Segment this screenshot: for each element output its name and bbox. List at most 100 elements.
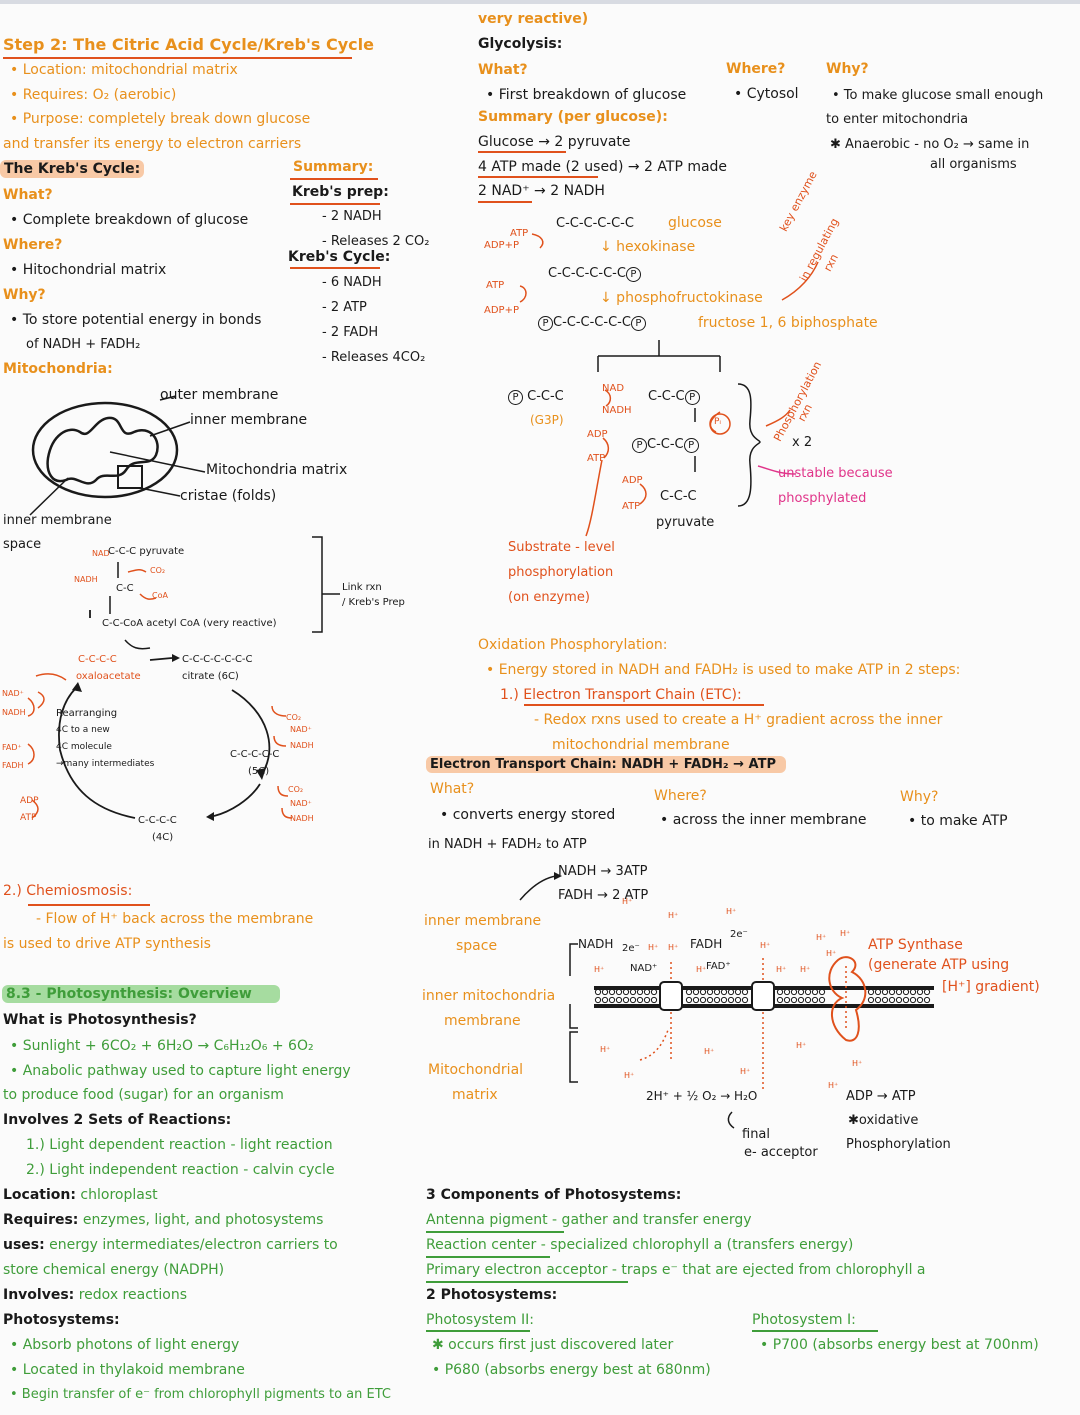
photosynthesis-title: 8.3 - Photosynthesis: Overview xyxy=(2,985,280,1003)
lipid-head xyxy=(776,988,784,996)
summary-item: - 2 ATP xyxy=(322,300,367,315)
summary-item: - 2 NADH xyxy=(322,209,382,224)
glyco-why-answer-4: all organisms xyxy=(930,157,1017,172)
ims-label-2: space xyxy=(456,938,498,954)
glyco-why-answer-2: to enter mitochondria xyxy=(826,112,969,127)
location-row: Location: chloroplast xyxy=(3,1187,158,1203)
proton: H⁺ xyxy=(648,943,659,952)
requires-line: • Requires: O₂ (aerobic) xyxy=(10,87,177,103)
citrate-label: citrate (6C) xyxy=(182,671,239,682)
etc-why: Why? xyxy=(900,789,939,805)
oxidation-title: Oxidation Phosphorylation: xyxy=(478,637,668,653)
lipid-head xyxy=(699,996,707,1004)
water-equation: 2H⁺ + ½ O₂ → H₂O xyxy=(646,1089,758,1103)
lipid-head xyxy=(797,996,805,1004)
chemiosmosis-line-1: - Flow of H⁺ back across the membrane xyxy=(36,911,314,927)
summary-item: - 6 NADH xyxy=(322,275,382,290)
lipid-head xyxy=(867,988,875,996)
c4-label: (4C) xyxy=(152,832,174,843)
oxaloacetate-chain: C-C-C-C xyxy=(78,654,117,665)
pi-label: Pᵢ xyxy=(714,417,722,427)
etc-nadh: NADH xyxy=(578,937,614,951)
etc-why-answer: • to make ATP xyxy=(908,813,1008,829)
label-ims-1: inner membrane xyxy=(3,513,112,528)
photosystem-1-title: Photosystem I: xyxy=(752,1312,856,1328)
label-cristae: cristae (folds) xyxy=(180,488,277,504)
purpose-line-2: and transfer its energy to electron carr… xyxy=(3,136,302,152)
pyruvate-label: pyruvate xyxy=(656,515,715,530)
glyco-summary-3: 2 NAD⁺ → 2 NADH xyxy=(478,183,605,199)
mitochondrion-diagram xyxy=(29,395,206,516)
synthase-3: [H⁺] gradient) xyxy=(942,979,1040,995)
proton: H⁺ xyxy=(668,911,679,920)
etc-2e-2: 2e⁻ xyxy=(730,929,748,940)
adp-atp: ADP → ATP xyxy=(846,1089,916,1104)
kreb-heading: The Kreb's Cycle: xyxy=(0,160,145,178)
lipid-head xyxy=(790,996,798,1004)
lipid-head xyxy=(622,996,630,1004)
glyco-adpp-2: ADP+P xyxy=(484,305,519,316)
label-inner-membrane: inner membrane xyxy=(190,412,308,428)
rearrange-line: Rearranging xyxy=(56,708,118,719)
lipid-head xyxy=(692,996,700,1004)
cycle-atp: ATP xyxy=(20,813,37,823)
label-ims-2: space xyxy=(3,537,42,552)
lipid-head xyxy=(706,988,714,996)
lipid-head xyxy=(804,988,812,996)
two-photosystems: 2 Photosystems: xyxy=(426,1287,558,1303)
glyco-what-answer: • First breakdown of glucose xyxy=(486,87,687,103)
glyco-nad: NAD xyxy=(602,383,625,394)
photosynthesis-question: What is Photosynthesis? xyxy=(3,1012,197,1028)
glucose-label: glucose xyxy=(668,215,722,231)
chemiosmosis-title: 2.) Chemiosmosis: xyxy=(3,883,133,899)
substrate-line-1: Substrate - level xyxy=(508,540,615,555)
lipid-head xyxy=(713,988,721,996)
kreb-why-answer-1: • To store potential energy in bonds xyxy=(10,312,262,328)
lipid-head xyxy=(916,988,924,996)
lipid-head xyxy=(636,996,644,1004)
involves-row: Involves: redox reactions xyxy=(3,1287,187,1303)
glyco-adp-2: ADP xyxy=(587,429,608,440)
glyco-why-answer-3: ✱ Anaerobic - no O₂ → same in xyxy=(830,137,1030,152)
lipid-head xyxy=(720,996,728,1004)
proton: H⁺ xyxy=(796,1041,807,1050)
involves-sets: Involves 2 Sets of Reactions: xyxy=(3,1112,232,1128)
lipid-head xyxy=(629,996,637,1004)
kreb-where-answer: • Hitochondrial matrix xyxy=(10,262,167,278)
etc-title: Electron Transport Chain: NADH + FADH₂ →… xyxy=(426,756,786,773)
kreb-where: Where? xyxy=(3,237,63,253)
lipid-head xyxy=(874,996,882,1004)
link-cc: C-C xyxy=(116,583,134,594)
proton: H⁺ xyxy=(776,965,787,974)
etc-what-answer: • converts energy stored xyxy=(440,807,616,823)
g3p-label: (G3P) xyxy=(530,413,564,427)
lipid-head xyxy=(650,988,658,996)
times-two: x 2 xyxy=(792,435,813,450)
lipid-head xyxy=(923,996,931,1004)
photosystem-2-title: Photosystem II: xyxy=(426,1312,534,1328)
lipid-head xyxy=(818,988,826,996)
lipid-head xyxy=(650,996,658,1004)
uses-row-2: store chemical energy (NADPH) xyxy=(3,1262,225,1278)
lipid-head xyxy=(888,996,896,1004)
cycle-adp: ADP xyxy=(20,796,39,806)
glyco-why: Why? xyxy=(826,61,869,77)
lipid-head xyxy=(594,988,602,996)
photosystem-2-a: ✱ occurs first just discovered later xyxy=(432,1337,674,1353)
proton: H⁺ xyxy=(816,933,827,942)
lipid-head xyxy=(615,988,623,996)
photosystem-1-a: • P700 (absorbs energy best at 700nm) xyxy=(760,1337,1039,1353)
very-reactive: very reactive) xyxy=(478,11,589,27)
lipid-head xyxy=(699,988,707,996)
cycle-nadp-a: NAD⁺ xyxy=(290,725,312,734)
imm-label-2: membrane xyxy=(444,1013,521,1029)
lipid-head xyxy=(902,996,910,1004)
summary-item: - Releases 2 CO₂ xyxy=(322,234,430,249)
glyco-atp-1: ATP xyxy=(510,228,529,239)
proton: H⁺ xyxy=(600,1045,611,1054)
etc-fadh: FADH xyxy=(690,937,723,951)
oxaloacetate-label: oxaloacetate xyxy=(76,671,141,682)
oxidative-1: ✱oxidative xyxy=(848,1113,919,1128)
link-nad: NAD xyxy=(92,549,110,558)
